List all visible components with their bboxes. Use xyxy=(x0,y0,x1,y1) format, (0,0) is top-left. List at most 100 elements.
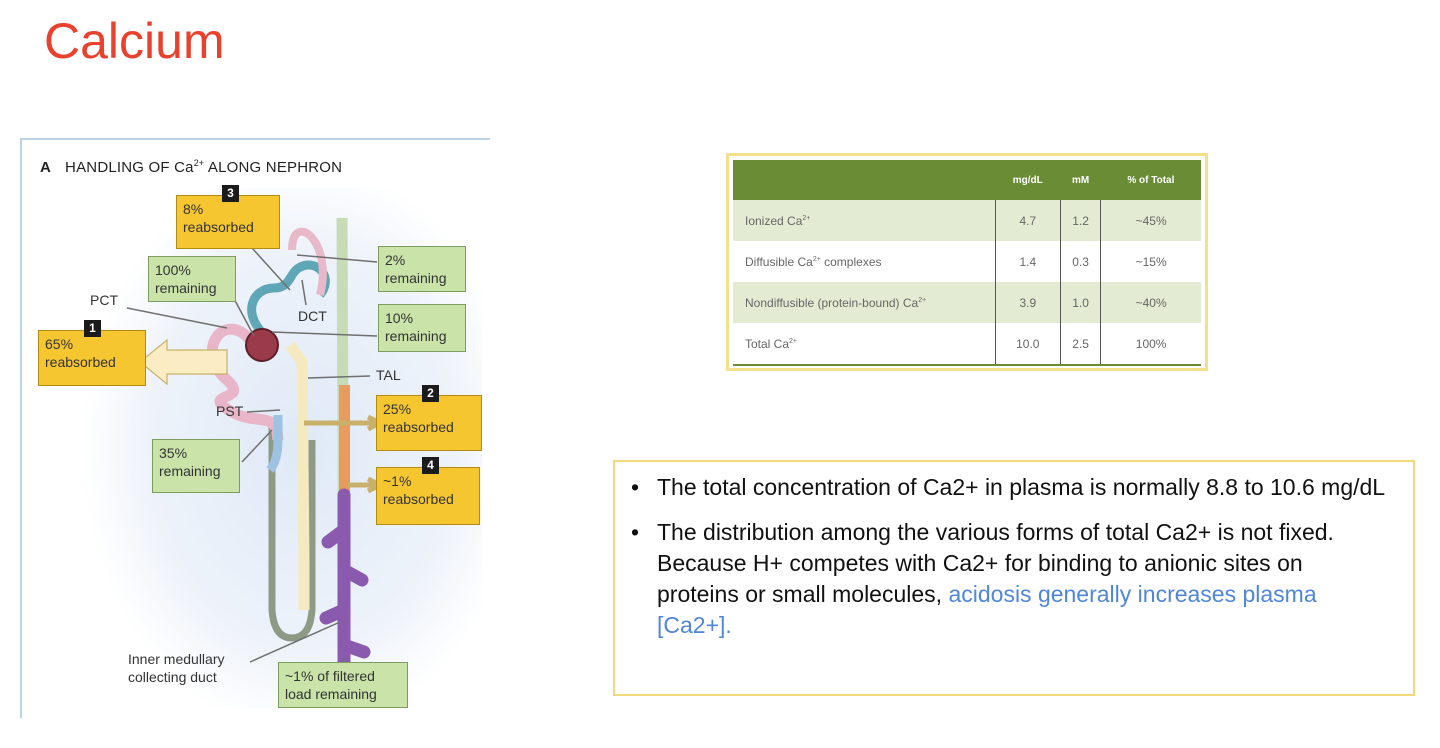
leader-2pct xyxy=(296,254,378,263)
leader-35pct xyxy=(241,429,273,463)
badge-3: 3 xyxy=(222,185,239,202)
table-row: Nondiffusible (protein-bound) Ca2+ 3.9 1… xyxy=(733,282,1201,323)
table-cell-mgdl: 10.0 xyxy=(994,323,1061,366)
table-row: Total Ca2+ 10.0 2.5 100% xyxy=(733,323,1201,366)
leader-pct xyxy=(126,307,228,329)
figure-title-text: HANDLING OF Ca xyxy=(65,159,194,176)
bullet-1-text: The total concentration of Ca2+ in plasm… xyxy=(657,474,1386,500)
table-cell-mgdl: 3.9 xyxy=(994,282,1061,323)
reabsorption-arrow-1 xyxy=(139,338,228,386)
box-100pct-line2: remaining xyxy=(155,280,217,296)
leader-8pct xyxy=(251,247,291,291)
box-final-line2: load remaining xyxy=(285,686,377,702)
box-10pct-line2: remaining xyxy=(385,328,447,344)
calcium-table-frame: mg/dL mM % of Total Ionized Ca2+ 4.7 1.2… xyxy=(726,153,1208,371)
box-2pct-line1: 2% xyxy=(385,252,406,268)
bullet-2-highlight: acidosis generally increases plasma [Ca2… xyxy=(657,581,1317,638)
table-header-label xyxy=(733,160,996,200)
table-cell-label: Nondiffusible (protein-bound) Ca2+ xyxy=(733,282,996,323)
table-cell-mgdl: 1.4 xyxy=(994,241,1061,282)
label-imcd-line1: Inner medullary xyxy=(128,651,225,667)
box-1pct-line2: reabsorbed xyxy=(383,491,454,507)
box-8pct-line2: reabsorbed xyxy=(183,219,254,235)
table-header-row: mg/dL mM % of Total xyxy=(733,160,1201,200)
label-tal: TAL xyxy=(376,367,401,383)
table-cell-mgdl: 4.7 xyxy=(994,200,1061,241)
box-2pct-line2: remaining xyxy=(385,270,447,286)
label-pct: PCT xyxy=(90,292,118,308)
label-pst: PST xyxy=(216,403,244,419)
label-imcd: Inner medullary collecting duct xyxy=(128,650,225,686)
row-label-sup: 2+ xyxy=(802,214,811,222)
table-cell-label: Diffusible Ca2+ complexes xyxy=(733,241,996,282)
proximal-tubule xyxy=(206,323,284,441)
list-item: The total concentration of Ca2+ in plasm… xyxy=(629,472,1389,503)
table-cell-mm: 1.0 xyxy=(1059,282,1101,323)
glomerulus xyxy=(245,328,279,362)
badge-2: 2 xyxy=(422,385,439,402)
box-65pct-line1: 65% xyxy=(45,336,74,352)
box-35pct-line1: 35% xyxy=(159,445,188,461)
proximal-straight-tubule xyxy=(266,415,283,473)
box-10pct-remaining: 10% remaining xyxy=(378,304,466,352)
badge-1: 1 xyxy=(84,320,101,337)
table-row: Diffusible Ca2+ complexes 1.4 0.3 ~15% xyxy=(733,241,1201,282)
calcium-forms-table: mg/dL mM % of Total Ionized Ca2+ 4.7 1.2… xyxy=(733,160,1201,366)
leader-pst xyxy=(246,409,281,413)
label-dct: DCT xyxy=(298,308,327,324)
table-cell-label: Ionized Ca2+ xyxy=(733,200,996,241)
table-cell-mm: 2.5 xyxy=(1059,323,1101,366)
box-25pct-line2: reabsorbed xyxy=(383,419,454,435)
figure-panel-letter: A xyxy=(40,159,52,176)
row-label-sup: 2+ xyxy=(789,337,798,345)
leader-tal xyxy=(307,375,371,379)
box-65pct-reabsorbed: 65% reabsorbed xyxy=(38,330,146,386)
row-label-text: Diffusible Ca xyxy=(745,254,813,269)
box-8pct-reabsorbed: 8% reabsorbed xyxy=(176,195,280,249)
table-cell-mm: 1.2 xyxy=(1059,200,1101,241)
slide-title: Calcium xyxy=(44,13,225,69)
box-35pct-remaining: 35% remaining xyxy=(152,439,240,493)
box-25pct-reabsorbed: 25% reabsorbed xyxy=(376,395,482,451)
leader-10pct xyxy=(271,331,378,337)
row-label-text: Total Ca xyxy=(745,336,790,351)
box-35pct-line2: remaining xyxy=(159,463,221,479)
box-100pct-remaining: 100% remaining xyxy=(148,256,236,302)
box-2pct-remaining: 2% remaining xyxy=(378,246,466,292)
table-header-mgdl: mg/dL xyxy=(995,160,1061,200)
box-65pct-line2: reabsorbed xyxy=(45,354,116,370)
row-label-suffix: complexes xyxy=(820,254,882,269)
notes-text-box: The total concentration of Ca2+ in plasm… xyxy=(613,460,1415,696)
table-cell-pct: ~40% xyxy=(1100,282,1201,323)
bullet-2-text: The distribution among the various forms… xyxy=(657,519,1334,607)
table-header-mm: mM xyxy=(1060,160,1101,200)
leader-imcd xyxy=(249,621,341,663)
thin-limb xyxy=(268,425,316,642)
table-cell-pct: ~15% xyxy=(1100,241,1201,282)
figure-title-sup: 2+ xyxy=(193,158,205,168)
thick-ascending-limb xyxy=(285,341,310,610)
figure-title-rest: ALONG NEPHRON xyxy=(204,159,343,176)
table-cell-pct: 100% xyxy=(1100,323,1201,366)
label-imcd-line2: collecting duct xyxy=(128,669,217,685)
table-row: Ionized Ca2+ 4.7 1.2 ~45% xyxy=(733,200,1201,241)
row-label-text: Nondiffusible (protein-bound) Ca xyxy=(745,295,919,310)
box-25pct-line1: 25% xyxy=(383,401,412,417)
list-item: The distribution among the various forms… xyxy=(629,517,1389,641)
box-1pct-reabsorbed: ~1% reabsorbed xyxy=(376,467,480,525)
row-label-sup: 2+ xyxy=(918,296,927,304)
badge-4: 4 xyxy=(422,457,439,474)
box-final-line1: ~1% of filtered xyxy=(285,668,375,684)
imcd xyxy=(319,488,371,692)
row-label-text: Ionized Ca xyxy=(745,213,803,228)
leader-dct xyxy=(301,279,307,306)
box-10pct-line1: 10% xyxy=(385,310,414,326)
box-final-remaining: ~1% of filtered load remaining xyxy=(278,662,408,708)
table-cell-label: Total Ca2+ xyxy=(733,323,996,366)
box-8pct-line1: 8% xyxy=(183,201,204,217)
collecting-duct-orange xyxy=(339,385,350,495)
table-cell-pct: ~45% xyxy=(1100,200,1201,241)
table-header-pct: % of Total xyxy=(1100,160,1201,200)
connecting-tubule xyxy=(288,227,327,296)
